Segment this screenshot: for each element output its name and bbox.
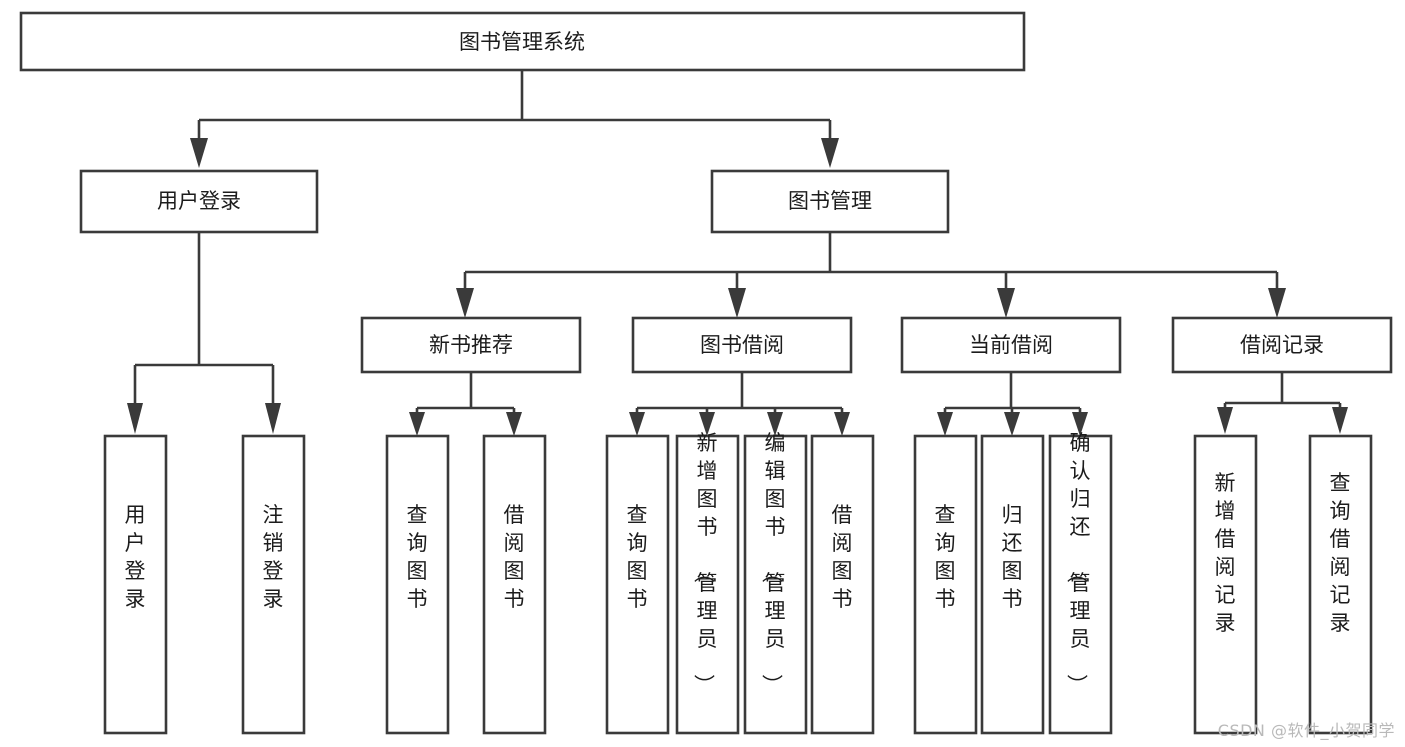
node-box bbox=[1171, 316, 1393, 374]
node-leaf-confirm-return-admin[interactable]: 确认归还（管理员） bbox=[1048, 431, 1113, 735]
node-label: 借阅图书 bbox=[832, 503, 853, 611]
node-leaf-add-borrow-record[interactable]: 新增借阅记录 bbox=[1193, 434, 1258, 735]
node-box bbox=[360, 316, 582, 374]
node-book-management[interactable]: 图书管理 bbox=[710, 169, 950, 234]
connector-user-login-to-leaves bbox=[127, 232, 281, 434]
arrow-head-icon bbox=[629, 412, 645, 436]
node-label: 用户登录 bbox=[125, 503, 146, 611]
node-label: 查询图书 bbox=[407, 503, 428, 611]
node-label: 查询借阅记录 bbox=[1330, 471, 1351, 635]
node-label: 借阅记录 bbox=[1240, 333, 1324, 357]
node-box bbox=[482, 434, 547, 735]
arrow-head-icon bbox=[265, 403, 281, 434]
connector-borrow-record-to-leaves bbox=[1217, 372, 1348, 434]
node-leaf-user-login[interactable]: 用户登录 bbox=[103, 434, 168, 735]
node-box bbox=[241, 434, 306, 735]
node-leaf-borrow-book-newbook[interactable]: 借阅图书 bbox=[482, 434, 547, 735]
node-box bbox=[743, 434, 808, 735]
node-box bbox=[1193, 434, 1258, 735]
node-box bbox=[605, 434, 670, 735]
arrow-head-icon bbox=[127, 403, 143, 434]
node-label: 注销登录 bbox=[263, 503, 284, 611]
arrow-head-icon bbox=[506, 412, 522, 436]
node-label: 新增图书（管理员） bbox=[692, 431, 718, 695]
node-box bbox=[79, 169, 319, 234]
node-label: 确认归还（管理员） bbox=[1065, 431, 1091, 695]
node-label: 当前借阅 bbox=[969, 333, 1053, 357]
arrow-head-icon bbox=[821, 138, 839, 168]
node-leaf-logout[interactable]: 注销登录 bbox=[241, 434, 306, 735]
node-label: 新书推荐 bbox=[429, 333, 513, 357]
arrow-head-icon bbox=[699, 412, 715, 436]
node-leaf-query-book-newbook[interactable]: 查询图书 bbox=[385, 434, 450, 735]
node-box bbox=[900, 316, 1122, 374]
node-label: 图书借阅 bbox=[700, 333, 784, 357]
node-label: 借阅图书 bbox=[504, 503, 525, 611]
node-box bbox=[913, 434, 978, 735]
node-box bbox=[631, 316, 853, 374]
node-label: 查询图书 bbox=[627, 503, 648, 611]
node-leaf-query-borrow-record[interactable]: 查询借阅记录 bbox=[1308, 434, 1373, 735]
node-box bbox=[675, 434, 740, 735]
arrow-head-icon bbox=[1268, 288, 1286, 318]
node-box bbox=[710, 169, 950, 234]
node-leaf-query-book-current[interactable]: 查询图书 bbox=[913, 434, 978, 735]
node-leaf-return-book[interactable]: 归还图书 bbox=[980, 434, 1045, 735]
arrow-head-icon bbox=[834, 412, 850, 436]
node-root-book-management-system[interactable]: 图书管理系统 bbox=[19, 11, 1026, 72]
node-box bbox=[19, 11, 1026, 72]
node-user-login[interactable]: 用户登录 bbox=[79, 169, 319, 234]
node-current-borrow[interactable]: 当前借阅 bbox=[900, 316, 1122, 374]
connector-current-borrow-to-leaves bbox=[937, 372, 1088, 436]
arrow-head-icon bbox=[409, 412, 425, 436]
node-borrow-record[interactable]: 借阅记录 bbox=[1171, 316, 1393, 374]
connector-new-book-to-leaves bbox=[409, 372, 522, 436]
arrow-head-icon bbox=[767, 412, 783, 436]
node-label: 归还图书 bbox=[1002, 503, 1023, 611]
node-box bbox=[1308, 434, 1373, 735]
node-label: 用户登录 bbox=[157, 189, 241, 213]
node-box bbox=[103, 434, 168, 735]
connector-book-management-to-level3 bbox=[456, 232, 1286, 318]
connector-book-borrow-to-leaves bbox=[629, 372, 850, 436]
arrow-head-icon bbox=[937, 412, 953, 436]
node-box bbox=[980, 434, 1045, 735]
arrow-head-icon bbox=[1217, 407, 1233, 434]
csdn-watermark: CSDN @软件_小贺同学 bbox=[1217, 721, 1395, 740]
node-leaf-query-book-borrow[interactable]: 查询图书 bbox=[605, 434, 670, 735]
arrow-head-icon bbox=[190, 138, 208, 168]
node-book-borrow[interactable]: 图书借阅 bbox=[631, 316, 853, 374]
node-box bbox=[810, 434, 875, 735]
arrow-head-icon bbox=[1332, 407, 1348, 434]
node-label: 新增借阅记录 bbox=[1215, 471, 1236, 635]
node-leaf-borrow-book[interactable]: 借阅图书 bbox=[810, 434, 875, 735]
node-leaf-add-book-admin[interactable]: 新增图书（管理员） bbox=[675, 431, 740, 735]
node-box bbox=[1048, 434, 1113, 735]
connector-root-to-level2 bbox=[190, 70, 839, 168]
arrow-head-icon bbox=[456, 288, 474, 318]
node-label: 图书管理 bbox=[788, 189, 872, 213]
node-label: 图书管理系统 bbox=[459, 30, 585, 54]
node-leaf-edit-book-admin[interactable]: 编辑图书（管理员） bbox=[743, 431, 808, 735]
node-box bbox=[385, 434, 450, 735]
node-new-book-recommendation[interactable]: 新书推荐 bbox=[360, 316, 582, 374]
node-label: 编辑图书（管理员） bbox=[760, 431, 786, 695]
arrow-head-icon bbox=[728, 288, 746, 318]
node-label: 查询图书 bbox=[935, 503, 956, 611]
arrow-head-icon bbox=[997, 288, 1015, 318]
arrow-head-icon bbox=[1072, 412, 1088, 436]
arrow-head-icon bbox=[1004, 412, 1020, 436]
